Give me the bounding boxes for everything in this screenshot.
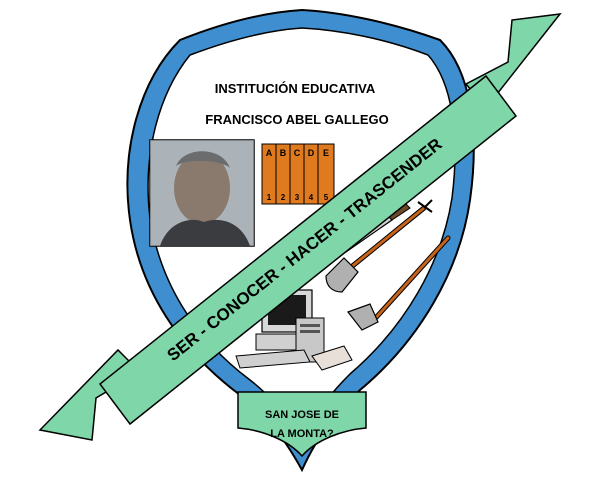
location-line2: LA MONTA?	[270, 428, 334, 440]
book-number: 2	[281, 193, 286, 202]
book-number: 1	[267, 193, 272, 202]
book-letter: B	[280, 148, 287, 158]
book-letter: D	[308, 148, 315, 158]
location-line1: SAN JOSE DE	[265, 409, 339, 421]
portrait-icon	[149, 139, 255, 247]
shovel-icon	[325, 199, 433, 293]
book-number: 4	[309, 193, 314, 202]
institution-name-line1: INSTITUCIÓN EDUCATIVA	[215, 81, 376, 96]
location-plate	[237, 391, 367, 458]
book-letter: C	[294, 148, 301, 158]
book-letter: A	[266, 148, 273, 158]
book-number: 3	[295, 193, 300, 202]
book-letter: E	[323, 148, 329, 158]
book-number: 5	[324, 193, 329, 202]
hoe-icon	[347, 235, 451, 331]
books-icon: A B C D E 1 2 3 4 5	[261, 143, 335, 205]
institution-name-line2: FRANCISCO ABEL GALLEGO	[205, 112, 388, 127]
